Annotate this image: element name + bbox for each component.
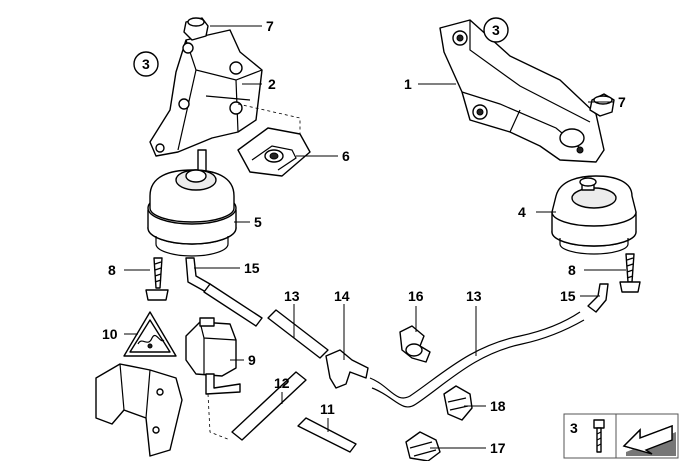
warning-label [123, 311, 177, 357]
callout-8-right: 8 [568, 262, 576, 278]
callout-13-left: 13 [284, 288, 300, 304]
callout-7-left: 7 [266, 18, 274, 34]
valve-bracket-plate [95, 363, 183, 457]
hose-segment-12 [231, 371, 307, 441]
callout-3-left: 3 [142, 56, 150, 72]
left-engine-bracket [149, 29, 301, 157]
right-engine-mount [551, 175, 637, 255]
bolt-icon [593, 419, 605, 453]
hose-segment-11 [297, 417, 357, 453]
right-engine-bracket [439, 19, 605, 163]
bolt-right [619, 253, 641, 293]
angle-connector-left [185, 257, 211, 293]
legend-reference-number: 3 [570, 420, 578, 436]
double-clip-17 [405, 431, 441, 461]
legend-box: 3 [563, 413, 679, 459]
bolt-left [145, 257, 169, 301]
left-nut [183, 17, 209, 41]
callout-labels: 7 3 2 6 5 8 15 1 3 7 4 8 15 13 14 16 13 … [102, 17, 626, 456]
callout-17: 17 [490, 440, 506, 456]
leader-lines [124, 25, 626, 449]
callout-13-right: 13 [466, 288, 482, 304]
angle-connector-right [587, 283, 609, 313]
hose-clip [399, 325, 431, 363]
vacuum-valve [185, 317, 241, 441]
callout-6: 6 [342, 148, 350, 164]
callout-15-left: 15 [244, 260, 260, 276]
callout-10: 10 [102, 326, 118, 342]
callout-5: 5 [254, 214, 262, 230]
left-engine-mount [147, 149, 237, 257]
callout-4: 4 [518, 204, 526, 220]
callout-7-right: 7 [618, 94, 626, 110]
rubber-pad [237, 127, 311, 177]
arrow-icon [622, 424, 676, 456]
double-clip-18 [443, 385, 473, 421]
callout-12: 12 [274, 375, 290, 391]
callout-15-right: 15 [560, 288, 576, 304]
callout-2: 2 [268, 76, 276, 92]
callout-11: 11 [320, 401, 335, 417]
right-nut [589, 93, 615, 117]
t-piece-connector [325, 349, 369, 389]
callout-1: 1 [404, 76, 412, 92]
callout-16: 16 [408, 288, 424, 304]
callout-14: 14 [334, 288, 350, 304]
callout-3-right: 3 [492, 22, 500, 38]
hose-left-upper [203, 283, 329, 359]
callout-9: 9 [248, 352, 256, 368]
hose-right [369, 311, 585, 408]
callout-18: 18 [490, 398, 506, 414]
callout-8-left: 8 [108, 262, 116, 278]
